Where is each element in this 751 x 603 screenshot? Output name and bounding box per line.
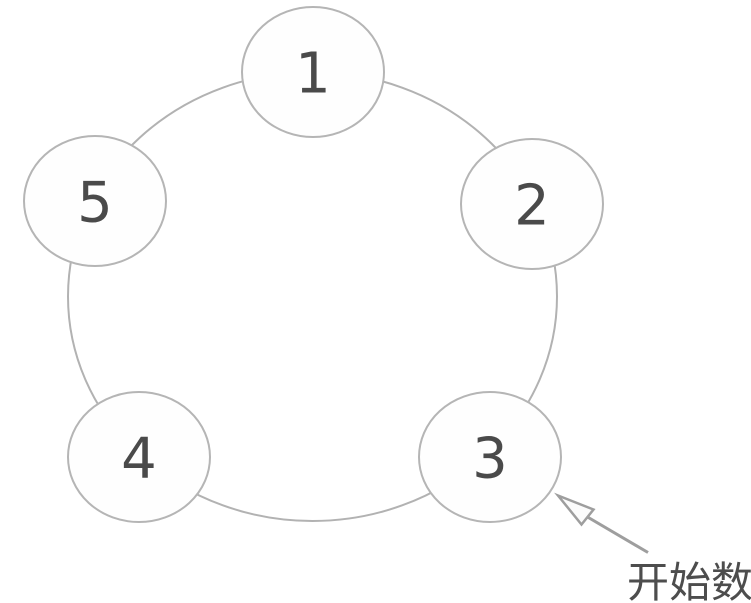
node-3: 3 [418,391,562,523]
node-label-2: 2 [514,174,550,239]
node-label-5: 5 [77,171,113,236]
annotation-label: 开始数 [627,559,751,603]
node-circle-1 [241,6,385,138]
node-circle-5 [23,135,167,267]
node-circle-2 [460,138,604,270]
node-label-4: 4 [121,427,157,492]
node-circle-3 [418,391,562,523]
node-label-3: 3 [472,427,508,492]
arrow-head-icon [554,492,596,527]
node-5: 5 [23,135,167,267]
node-2: 2 [460,138,604,270]
node-circle-4 [67,391,211,523]
node-4: 4 [67,391,211,523]
arrow-shaft [586,515,649,554]
annotation-arrow [554,492,649,554]
node-1: 1 [241,6,385,138]
node-label-1: 1 [295,42,331,107]
